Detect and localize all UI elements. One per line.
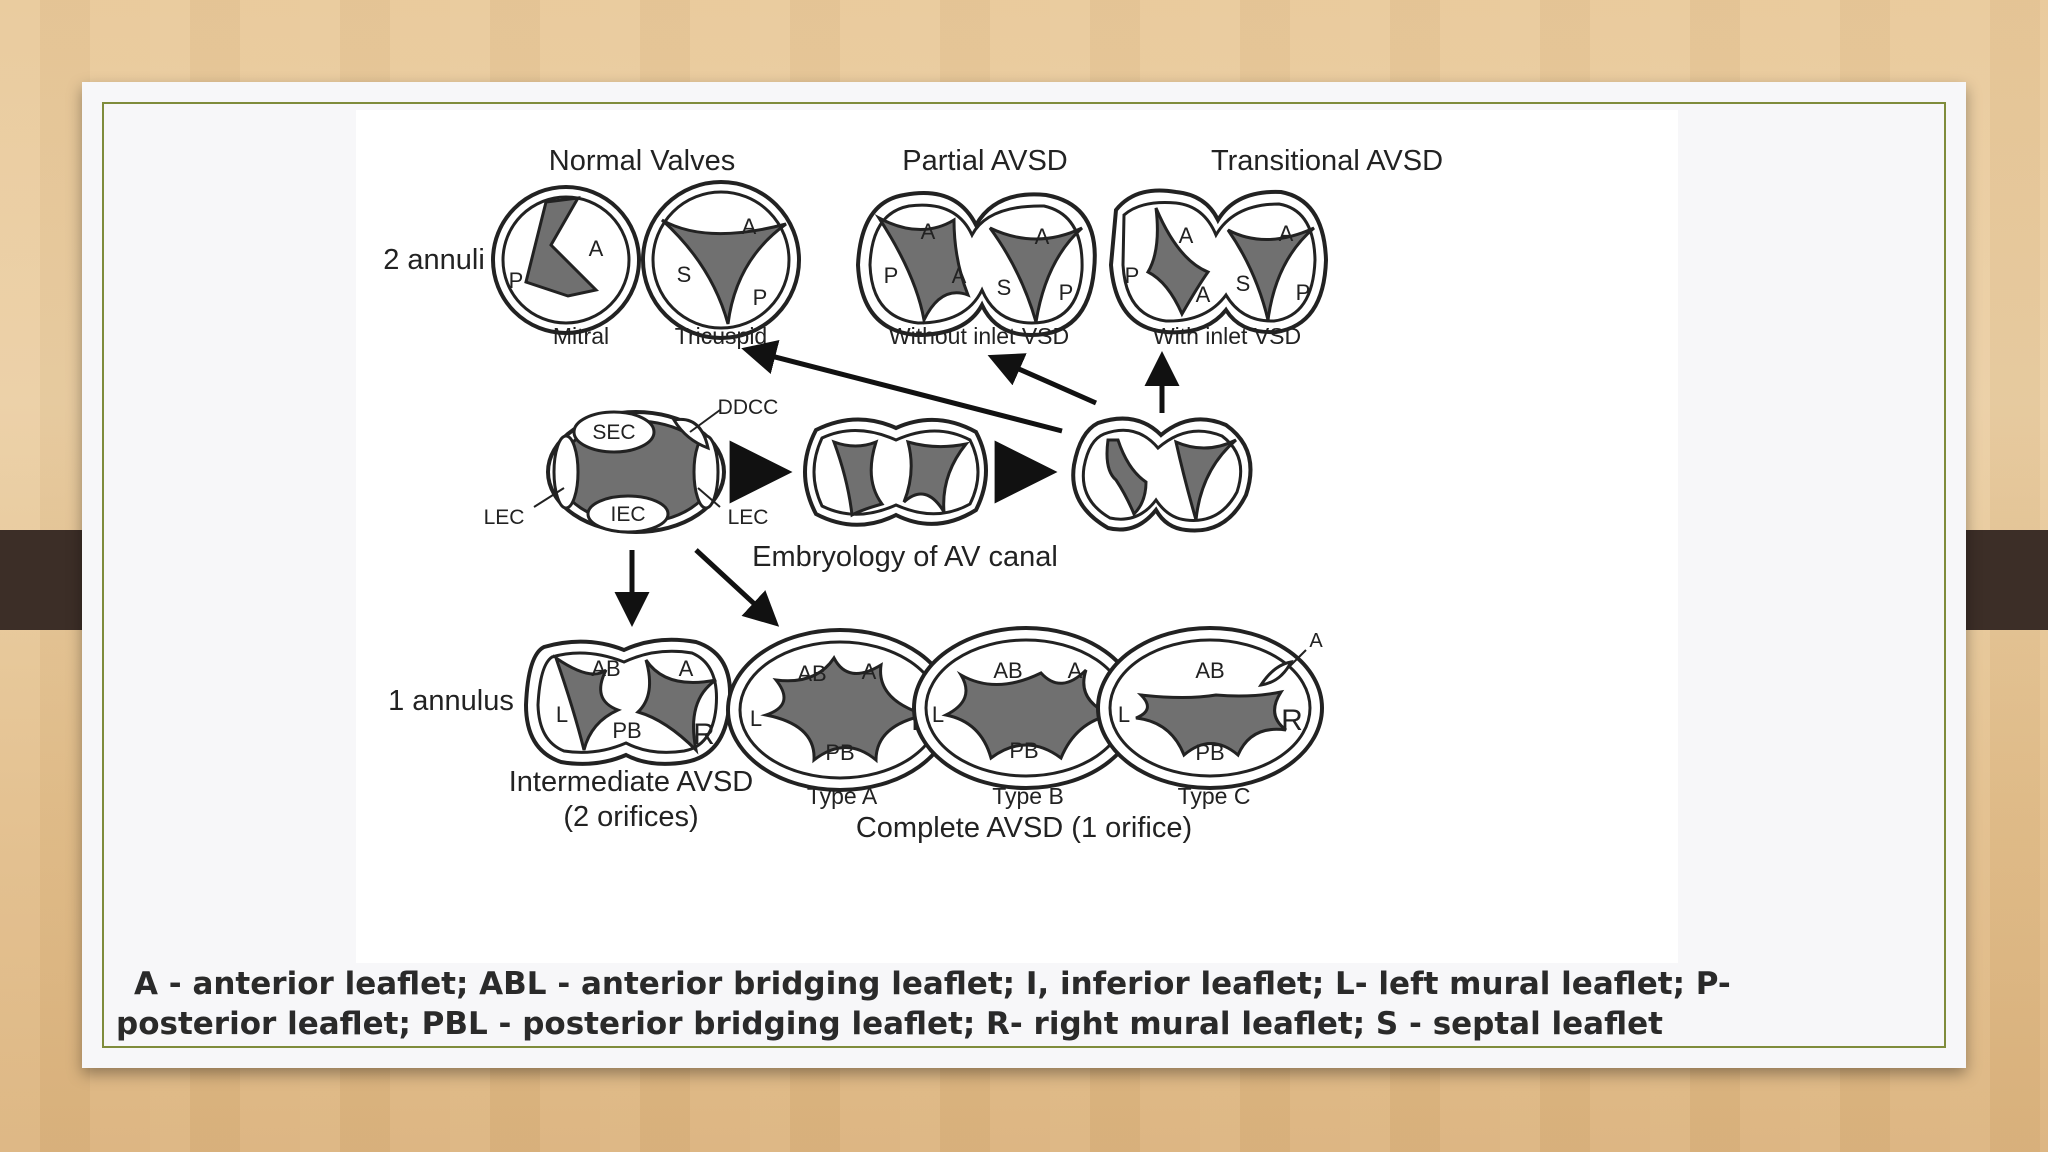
- label-intermediate-avsd: Intermediate AVSD: [509, 766, 753, 798]
- leaflet-label-ab: AB: [1195, 658, 1224, 683]
- arrow-to-normal: [741, 340, 1063, 434]
- leaflet-label-a: A: [742, 214, 757, 239]
- leaflet-label-a: A: [952, 263, 967, 288]
- leaflet-label-p: P: [1296, 280, 1311, 305]
- leaflet-label-pb: PB: [1195, 740, 1224, 765]
- slide-card: Normal Valves Partial AVSD Transitional …: [82, 82, 1966, 1068]
- slide-frame: [102, 102, 1946, 1048]
- arrow-to-complete: [694, 548, 780, 627]
- intermediate-avsd-valve: AB A L PB R: [523, 637, 732, 766]
- label-type-a: Type A: [807, 783, 878, 809]
- tricuspid-valve: A S P: [641, 180, 801, 340]
- header-partial-avsd: Partial AVSD: [902, 145, 1067, 177]
- label-2-orifices: (2 orifices): [563, 801, 698, 833]
- label-iec: IEC: [610, 503, 645, 526]
- av-canal-stage-3: [1071, 416, 1253, 533]
- leaflet-label-l: L: [750, 706, 762, 731]
- leaflet-label-p: P: [753, 285, 768, 310]
- partial-avsd-valve: A P A A S P: [855, 191, 1097, 338]
- caption-line-2: posterior leaflet; PBL - posterior bridg…: [116, 1006, 1663, 1042]
- leaflet-label-l: L: [556, 702, 568, 727]
- leaflet-label-l: L: [932, 702, 944, 727]
- label-lec-right: LEC: [728, 506, 769, 529]
- label-complete-avsd: Complete AVSD (1 orifice): [856, 812, 1192, 844]
- leaflet-label-a: A: [1068, 658, 1083, 683]
- avsd-diagram-svg: Normal Valves Partial AVSD Transitional …: [383, 145, 1443, 844]
- complete-avsd-type-b: AB A L PB R: [912, 626, 1140, 790]
- leaflet-label-pb: PB: [612, 718, 641, 743]
- complete-avsd-type-a: AB A L PB R: [726, 628, 954, 792]
- caption-line-1: A - anterior leaflet; ABL - anterior bri…: [134, 966, 1731, 1002]
- label-1-annulus: 1 annulus: [388, 685, 514, 717]
- leaflet-label-p: P: [884, 263, 899, 288]
- label-type-c: Type C: [1178, 783, 1251, 809]
- av-canal-stage-2: [803, 417, 988, 527]
- leaflet-label-p: P: [509, 268, 524, 293]
- label-ddcc: DDCC: [718, 396, 779, 419]
- leaflet-label-a: A: [862, 659, 877, 684]
- leaflet-label-ab: AB: [797, 661, 826, 686]
- sublabel-tricuspid: Tricuspid: [675, 323, 767, 349]
- mitral-valve: A P: [491, 185, 641, 335]
- label-sec: SEC: [592, 421, 635, 444]
- arrow-to-partial: [987, 353, 1098, 406]
- label-embryology: Embryology of AV canal: [752, 541, 1058, 573]
- leaflet-label-a: A: [679, 656, 694, 681]
- leaflet-label-ab: AB: [591, 656, 620, 681]
- av-canal-cushions: SEC IEC: [546, 410, 726, 534]
- sublabel-mitral: Mitral: [553, 323, 609, 349]
- leaflet-label-pb: PB: [825, 740, 854, 765]
- label-2-annuli: 2 annuli: [383, 244, 485, 276]
- leaflet-label-a: A: [921, 219, 936, 244]
- leaflet-label-s: S: [1236, 271, 1251, 296]
- transitional-avsd-valve: A P A A S P: [1108, 188, 1329, 335]
- leaflet-label-a: A: [1279, 221, 1294, 246]
- label-lec-left: LEC: [484, 506, 525, 529]
- leaflet-label-r: R: [1281, 704, 1303, 737]
- leaflet-label-a-type-c: A: [1309, 630, 1323, 652]
- header-normal-valves: Normal Valves: [549, 145, 735, 177]
- complete-avsd-type-c: AB L PB R: [1096, 626, 1324, 790]
- leaflet-label-ab: AB: [993, 658, 1022, 683]
- sublabel-with-inlet-vsd: With inlet VSD: [1153, 323, 1301, 349]
- sublabel-without-inlet-vsd: Without inlet VSD: [889, 323, 1069, 349]
- header-transitional-avsd: Transitional AVSD: [1211, 145, 1443, 177]
- leaflet-label-l: L: [1118, 702, 1130, 727]
- leaflet-label-s: S: [677, 262, 692, 287]
- avsd-diagram: Normal Valves Partial AVSD Transitional …: [356, 110, 1678, 963]
- leaflet-label-p: P: [1125, 263, 1140, 288]
- leaflet-label-a: A: [1179, 223, 1194, 248]
- leaflet-label-a: A: [589, 236, 604, 261]
- leaflet-label-s: S: [997, 275, 1012, 300]
- leaflet-legend-caption: A - anterior leaflet; ABL - anterior bri…: [116, 964, 1856, 1044]
- leaflet-label-p: P: [1059, 280, 1074, 305]
- leaflet-label-pb: PB: [1009, 738, 1038, 763]
- leaflet-label-r: R: [693, 718, 715, 751]
- label-type-b: Type B: [992, 783, 1064, 809]
- leaflet-label-a: A: [1035, 224, 1050, 249]
- leaflet-label-a: A: [1196, 282, 1211, 307]
